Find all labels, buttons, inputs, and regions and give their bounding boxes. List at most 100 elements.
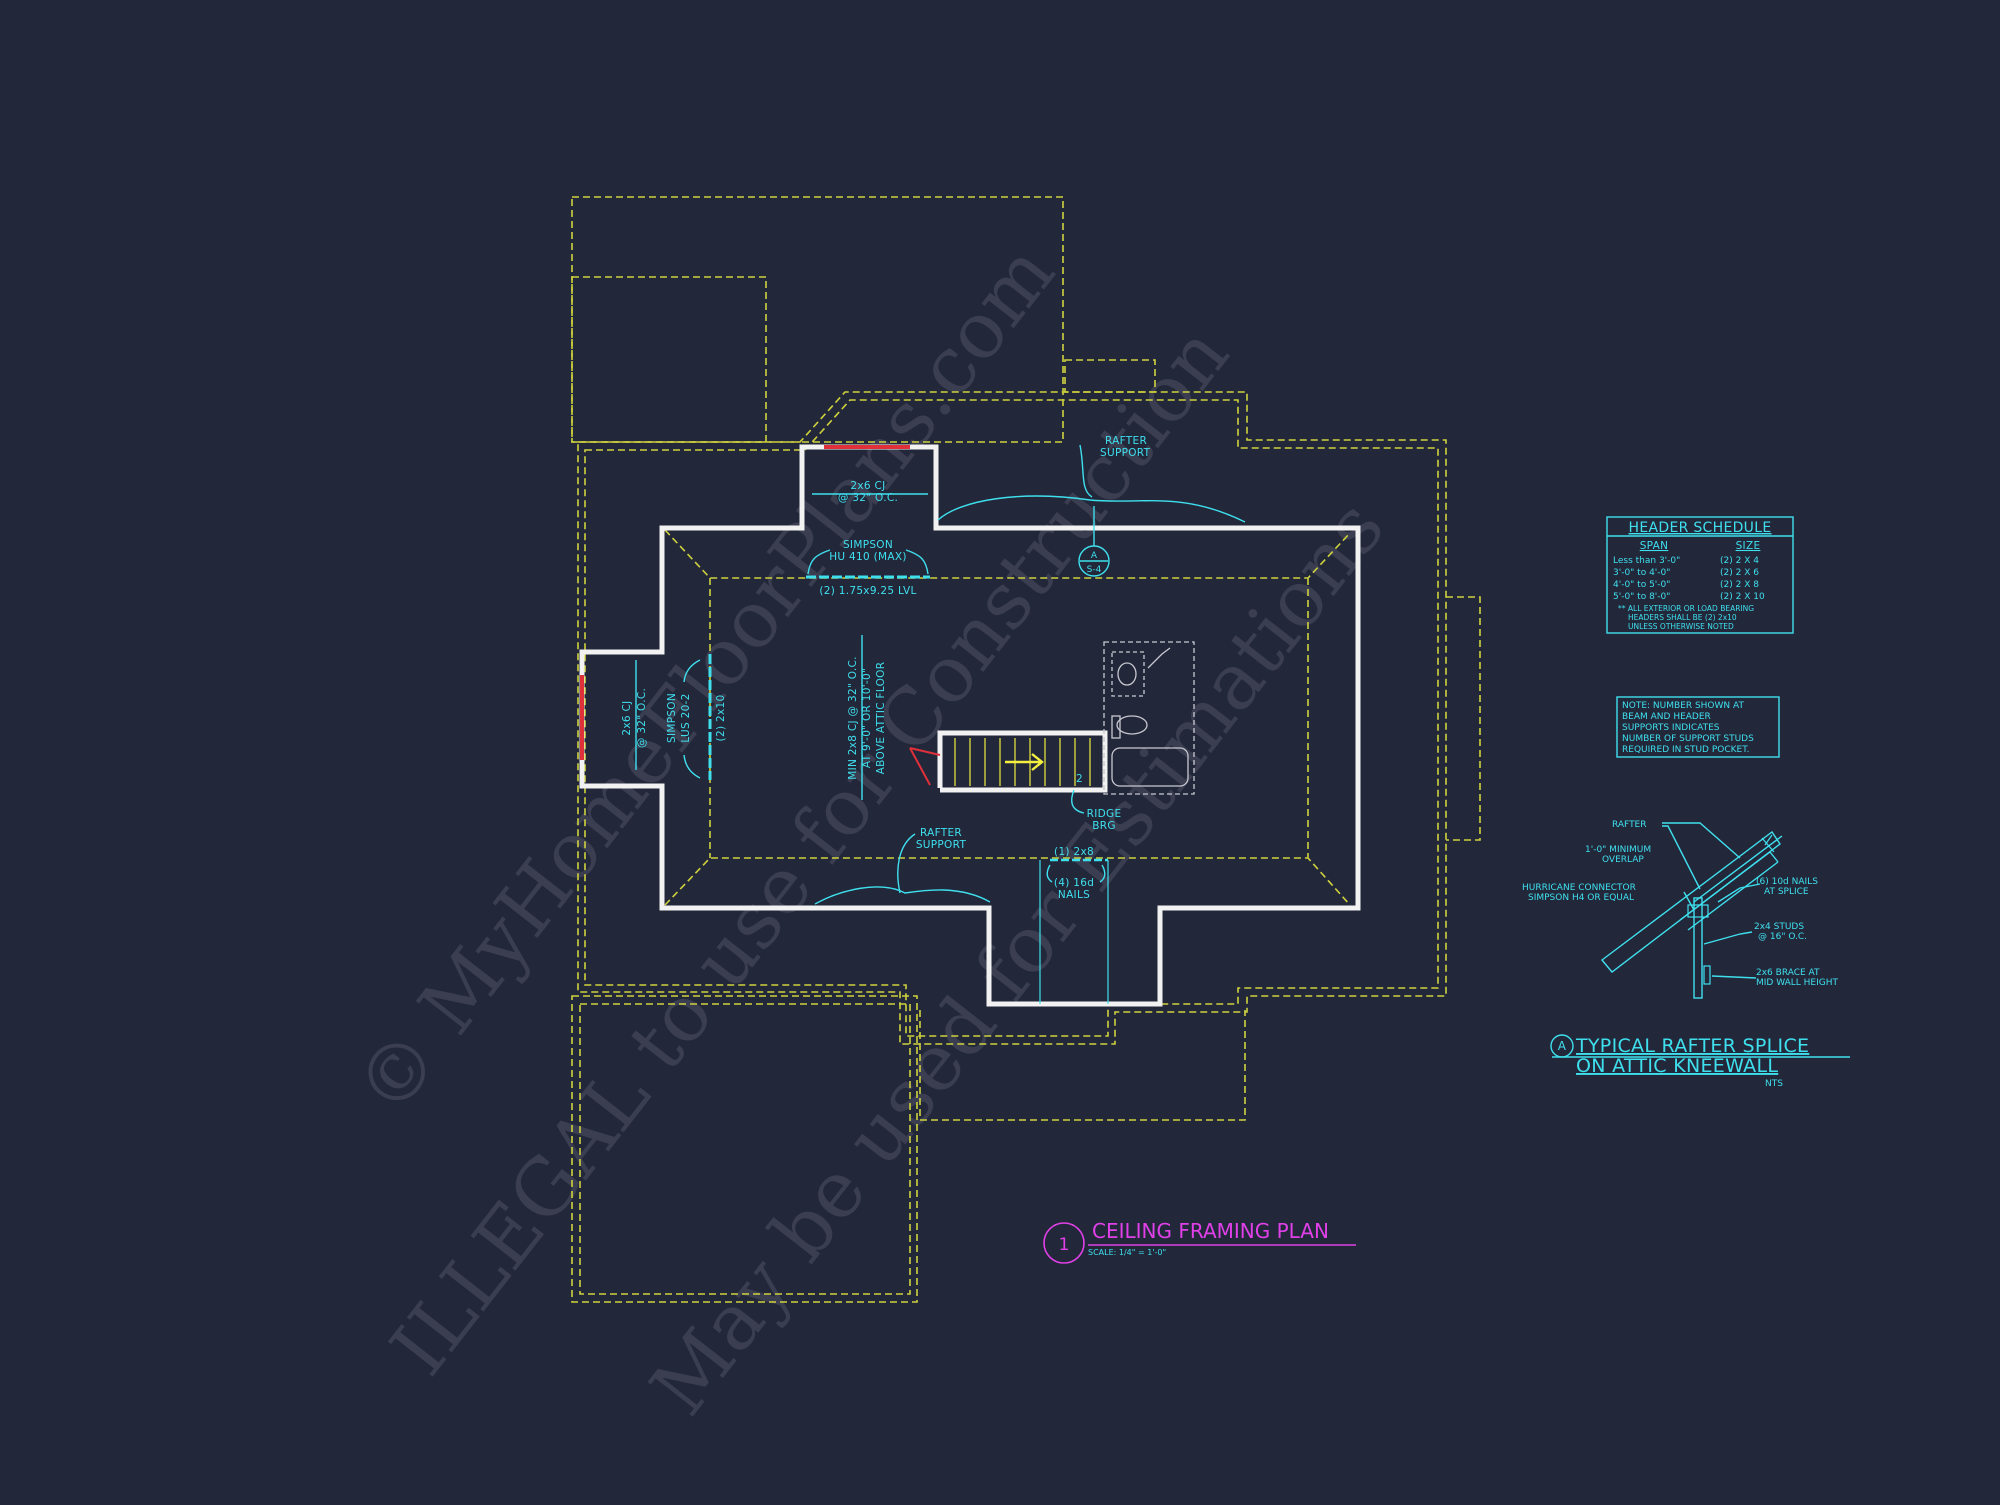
tub-icon [1111,747,1189,787]
header-note-3: UNLESS OTHERWISE NOTED [1628,622,1734,631]
toilet-icon [1116,715,1148,735]
stud-note-line-5: REQUIRED IN STUD POCKET. [1622,745,1750,755]
simpson-leaders-top [807,549,929,575]
rafter-support-curve-bottom [814,886,991,905]
door-swing [909,747,941,786]
watermark: © MyHomeFloorPlans.com ILLEGAL to use fo… [339,229,1402,1432]
stud-note-line-2: BEAM AND HEADER [1622,712,1711,722]
simpson-left-label-1: SIMPSON [666,693,678,743]
splice-title-marker: A [1558,1039,1567,1053]
splice-title-line-2: ON ATTIC KNEEWALL [1576,1055,1778,1077]
upper-floor-walls [579,444,1361,1007]
cj-top-label-2: @ 32" O.C. [838,492,898,504]
header-row-1-size: (2) 2 X 4 [1720,556,1759,566]
drawing-number: 1 [1059,1235,1070,1255]
splice-studs-label-1: 2x4 STUDS [1754,922,1804,932]
framing-annotations: A S-4 RAFTER SUPPORT 2x6 CJ @ 32" O.C. S… [621,435,1246,1004]
bath-outline [1103,641,1195,795]
header-schedule-box [1606,516,1794,634]
main-roof-inner [584,399,1439,1037]
stair-walls [937,730,1108,793]
splice-studs-label-2: @ 16" O.C. [1758,932,1807,942]
overlap-leader [1662,825,1701,890]
splice-hurricane-label-1: HURRICANE CONNECTOR [1522,883,1636,893]
main-roof-outline [577,391,1447,1045]
hurricane-leader [1683,891,1695,911]
splice-nails-label-2: AT SPLICE [1764,887,1809,897]
cj-left-label-2: @ 32" O.C. [636,688,648,748]
toilet-tank-icon [1111,715,1121,739]
stair [954,738,1091,786]
header-note-1: ** ALL EXTERIOR OR LOAD BEARING [1618,604,1754,613]
garage-outline-upper [571,196,1064,443]
section-bubble-sheet: S-4 [1087,565,1102,575]
splice-brace-label-1: 2x6 BRACE AT [1756,968,1820,978]
min-cj-label-3: ABOVE ATTIC FLOOR [875,662,887,775]
wing-outline-lower [571,995,918,1303]
header-schedule: HEADER SCHEDULE SPAN SIZE Less than 3'-0… [1606,516,1794,634]
stud-note-line-1: NOTE: NUMBER SHOWN AT [1622,701,1744,711]
nails-16d-label-1: (4) 16d [1054,877,1094,889]
header-row-4-span: 5'-0" to 8'-0" [1613,592,1670,602]
rafter-support-curve-top [937,495,1246,523]
drawing-title: CEILING FRAMING PLAN [1092,1219,1329,1243]
studs-leader [1703,931,1753,945]
min-cj-label-2: AT 9'-0" OR 10'-0" [861,668,873,768]
cj-top-label-1: 2x6 CJ [850,480,885,492]
header-row-2-span: 3'-0" to 4'-0" [1613,568,1670,578]
rafter-support-label-bottom-2: SUPPORT [916,839,967,851]
porch-outline [919,1010,1246,1121]
hip-lines-top [664,529,1351,906]
brace-block [1703,965,1711,985]
rafter-support-leader-bottom [897,833,916,894]
header-row-3-size: (2) 2 X 8 [1720,580,1759,590]
vanity-outline [1111,651,1145,697]
drawing-number-bubble [1043,1222,1085,1264]
bathroom-fixtures [1103,641,1195,795]
drawing-title-block: 1 CEILING FRAMING PLAN SCALE: 1/4" = 1'-… [1043,1219,1356,1264]
header-schedule-size-col: SIZE [1736,540,1761,552]
door-arc-icon [1147,647,1171,669]
stud-note-line-3: SUPPORTS INDICATES [1622,723,1720,733]
stud-note-box [1616,696,1780,758]
kneewall-stud [1693,897,1703,999]
left-2x10-label: (2) 2x10 [715,695,727,742]
stair-direction-arrow [1005,753,1044,771]
stud-note-line-4: NUMBER OF SUPPORT STUDS [1622,734,1754,744]
header-note-2: HEADERS SHALL BE (2) 2x10 [1628,613,1737,622]
side-bump-outline [1446,596,1481,841]
simpson-top-label-2: HU 410 (MAX) [829,551,907,563]
cj-left-label-1: 2x6 CJ [621,700,633,735]
wing-inner-lower [579,1003,911,1295]
simpson-top-label-1: SIMPSON [843,539,893,551]
header-schedule-title: HEADER SCHEDULE [1629,520,1772,536]
simpson-leaders-left [683,659,701,779]
rafter-cut-mark [1761,834,1775,853]
brace-2x8-label: (1) 2x8 [1054,846,1094,858]
splice-title-line-1: TYPICAL RAFTER SPLICE [1575,1035,1809,1057]
support-stud-count: 2 [1076,773,1083,785]
header-row-4-size: (2) 2 X 10 [1720,592,1765,602]
rafter-splice-detail: RAFTER 1'-0" MINIMUM OVERLAP HURRICANE C… [1522,820,1850,1089]
min-cj-label-1: MIN 2x8 CJ @ 32" O.C. [847,656,859,780]
brace-leader [1711,975,1757,979]
rafter-support-label-bottom-1: RAFTER [920,827,962,839]
rafter-support-label-top-1: RAFTER [1105,435,1147,447]
nails-leader [1717,883,1761,903]
drawing-scale: SCALE: 1/4" = 1'-0" [1088,1248,1166,1257]
splice-rafter-label: RAFTER [1612,820,1647,830]
garage-inner-outline [571,276,767,443]
header-row-1-span: Less than 3'-0" [1613,556,1680,566]
splice-nails-label-1: (6) 10d NAILS [1756,877,1818,887]
nails-leaders [1046,864,1106,883]
simpson-left-label-2: LUS 20-2 [680,693,692,742]
nails-16d-label-2: NAILS [1058,889,1090,901]
ridge-brg-label-2: BRG [1092,820,1116,832]
splice-hurricane-label-2: SIMPSON H4 OR EQUAL [1528,893,1634,903]
ridge-brg-leader [1071,789,1085,814]
splice-brace-label-2: MID WALL HEIGHT [1756,978,1839,988]
header-row-2-size: (2) 2 X 6 [1720,568,1759,578]
header-schedule-span-col: SPAN [1640,540,1669,552]
